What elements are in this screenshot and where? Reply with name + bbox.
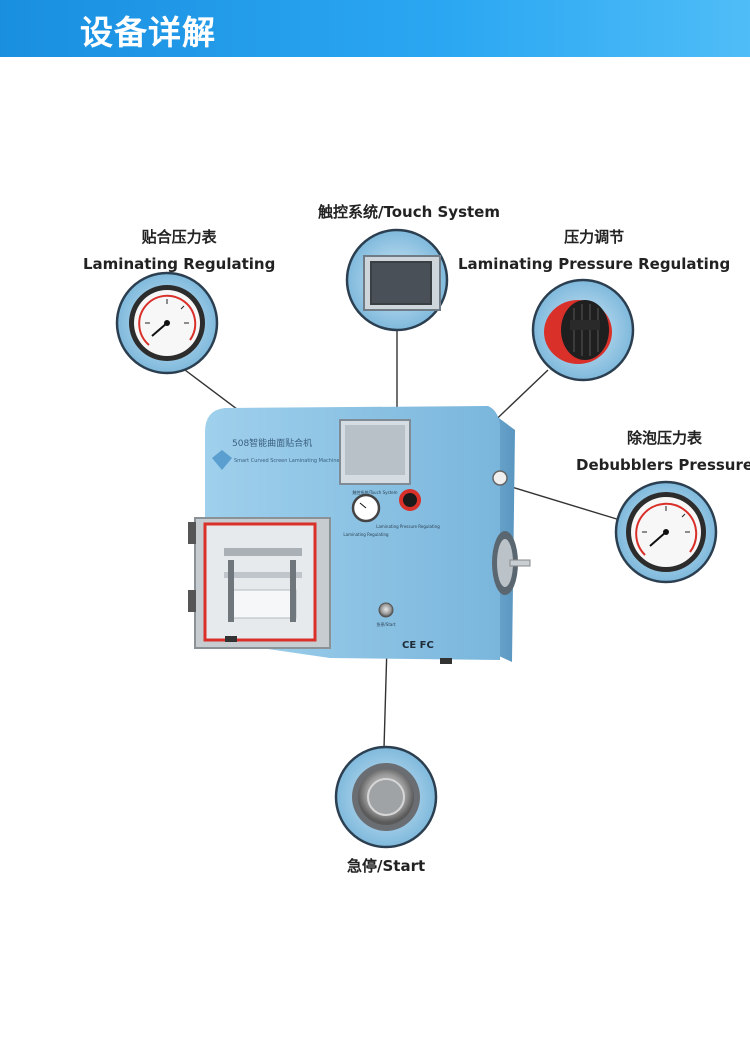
- machine-panel-start-label: 急停/Start: [376, 621, 396, 627]
- diamond-logo-icon: [212, 450, 232, 470]
- page-header: 设备详解: [0, 0, 750, 57]
- machine-panel-touch-label: 触控系统/Touch System: [352, 489, 397, 495]
- page-title: 设备详解: [80, 13, 216, 52]
- laminating-machine: 508智能曲面贴合机 Smart Curved Screen Laminatin…: [188, 406, 531, 664]
- callout-laminating-en: Laminating Regulating: [83, 255, 276, 273]
- callout-pressure-cn: 压力调节: [564, 228, 625, 246]
- zoom-debubbler-gauge: [614, 480, 718, 584]
- callout-debubbler-en: Debubblers Pressure: [576, 456, 750, 474]
- zoom-touch-system: [345, 228, 449, 332]
- machine-start-button[interactable]: [378, 602, 394, 618]
- callout-laminating-cn: 贴合压力表: [141, 228, 217, 246]
- zoom-pressure-regulator: [531, 278, 635, 382]
- callout-debubbler-cn: 除泡压力表: [627, 429, 703, 447]
- callout-start-text: 急停/Start: [347, 857, 426, 875]
- callout-touch-system: 触控系统/Touch System: [318, 201, 500, 222]
- callout-touch-text: 触控系统/Touch System: [318, 203, 500, 221]
- gauge-needle-icon: [151, 322, 168, 337]
- zoom-laminating-gauge: [115, 271, 219, 375]
- zoom-start-button: [334, 745, 438, 849]
- callout-pressure-regulating: 压力调节 Laminating Pressure Regulating: [458, 226, 730, 273]
- callout-pressure-en: Laminating Pressure Regulating: [458, 255, 731, 273]
- machine-panel-gauge-label: Laminating Regulating: [343, 532, 389, 537]
- debubbler-needle-icon: [649, 531, 667, 547]
- cert-marks: CE FC: [402, 640, 434, 651]
- machine-model-title: 508智能曲面贴合机: [232, 437, 312, 449]
- callout-start-button: 急停/Start: [347, 855, 425, 876]
- machine-model-subtitle: Smart Curved Screen Laminating Machine: [234, 458, 340, 464]
- callout-laminating-gauge: 贴合压力表 Laminating Regulating: [83, 226, 275, 273]
- machine-panel-regulator-label: Laminating Pressure Regulating: [376, 524, 440, 529]
- callout-debubbler-gauge: 除泡压力表 Debubblers Pressure: [576, 427, 750, 474]
